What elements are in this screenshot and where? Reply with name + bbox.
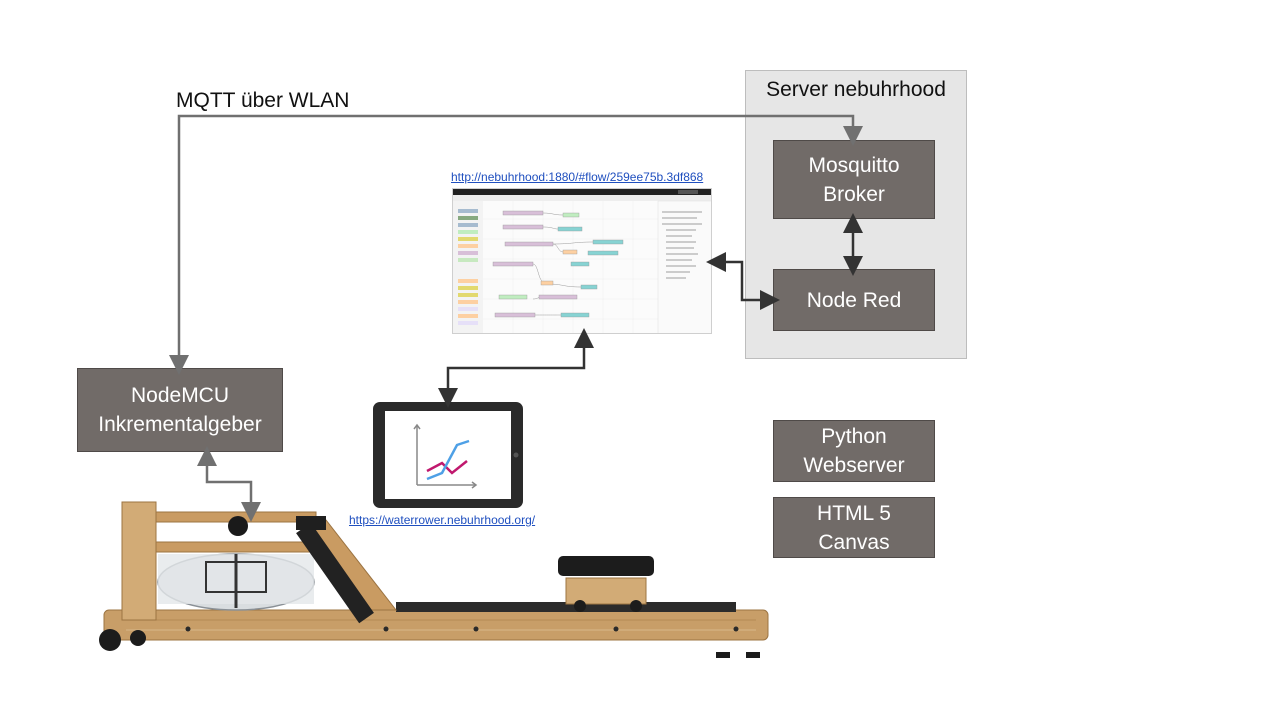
tablet-illustration <box>372 401 524 509</box>
mqtt-arrow <box>169 114 863 375</box>
nodered-editor-arrow <box>706 252 780 310</box>
nodemcu-rower-arrow <box>197 446 261 522</box>
chart-icon <box>413 423 478 489</box>
rowing-machine-illustration <box>99 501 769 658</box>
mqtt-label: MQTT über WLAN <box>176 89 350 112</box>
html5-canvas-box: HTML 5 Canvas <box>773 497 935 558</box>
python-webserver-box: Python Webserver <box>773 420 935 482</box>
webapp-url-link[interactable]: https://waterrower.nebuhrhood.org/ <box>349 513 536 527</box>
server-title: Server nebuhrhood <box>766 78 946 101</box>
tablet-editor-arrow <box>438 328 594 408</box>
nodemcu-box: NodeMCU Inkrementalgeber <box>77 368 283 452</box>
